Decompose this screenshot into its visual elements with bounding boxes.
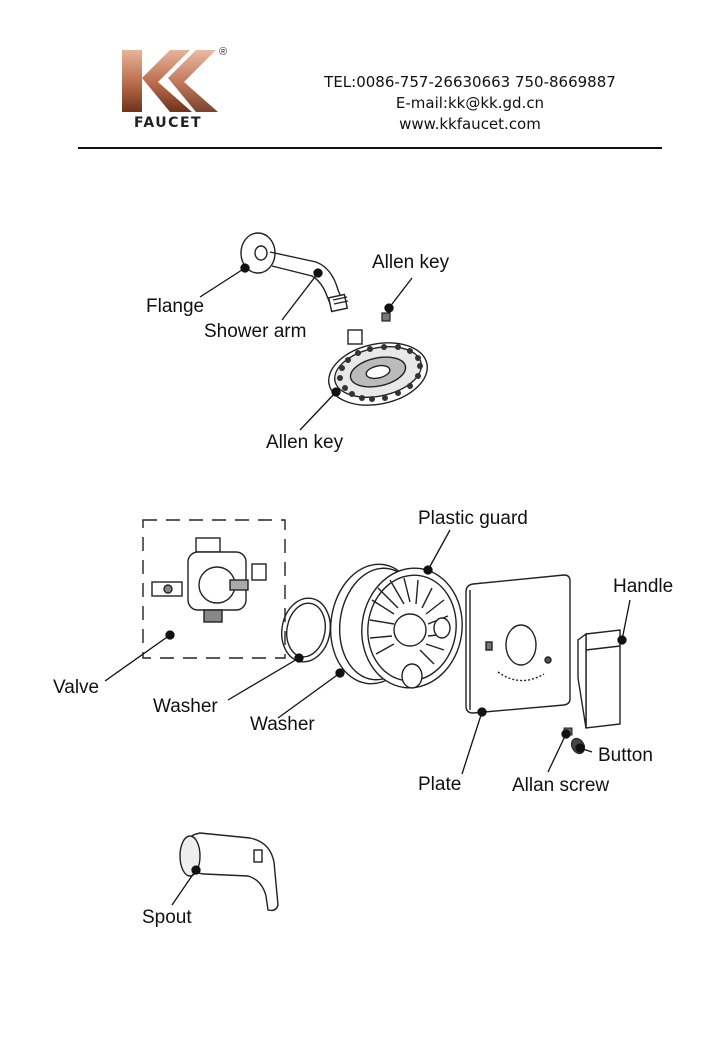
plastic-guard-part bbox=[361, 567, 463, 689]
label-shower-arm: Shower arm bbox=[204, 321, 307, 342]
valve-part bbox=[151, 537, 267, 623]
label-washer-1: Washer bbox=[153, 696, 218, 717]
allen-key-top-part bbox=[381, 312, 391, 322]
shower-arm-part bbox=[269, 251, 349, 313]
valve-dashed-box bbox=[142, 519, 286, 659]
tel-line: TEL:0086-757-26630663 750-8669887 bbox=[324, 73, 616, 91]
label-plate: Plate bbox=[418, 774, 462, 795]
label-button: Button bbox=[598, 745, 653, 766]
website-line: www.kkfaucet.com bbox=[399, 115, 541, 133]
handle-part bbox=[577, 629, 621, 729]
label-allan-screw: Allan screw bbox=[512, 775, 610, 796]
leader-lines bbox=[104, 263, 631, 906]
label-plastic-guard: Plastic guard bbox=[418, 508, 528, 529]
email-line: E-mail:kk@kk.gd.cn bbox=[395, 94, 545, 112]
label-handle: Handle bbox=[613, 576, 674, 597]
label-flange: Flange bbox=[146, 296, 205, 317]
label-valve: Valve bbox=[53, 677, 100, 698]
contact-block: TEL:0086-757-26630663 750-8669887 E-mail… bbox=[300, 72, 640, 135]
label-spout: Spout bbox=[142, 907, 192, 928]
spout-part bbox=[179, 832, 279, 912]
kk-logo bbox=[122, 50, 218, 112]
shower-head-part bbox=[327, 329, 429, 406]
label-washer-2: Washer bbox=[250, 714, 315, 735]
logo-wordmark: FAUCET bbox=[133, 115, 203, 131]
label-allen-key-head: Allen key bbox=[266, 432, 344, 453]
label-allen-key-top: Allen key bbox=[372, 252, 450, 273]
plate-part bbox=[465, 574, 571, 714]
registered-mark: ® bbox=[219, 46, 228, 58]
